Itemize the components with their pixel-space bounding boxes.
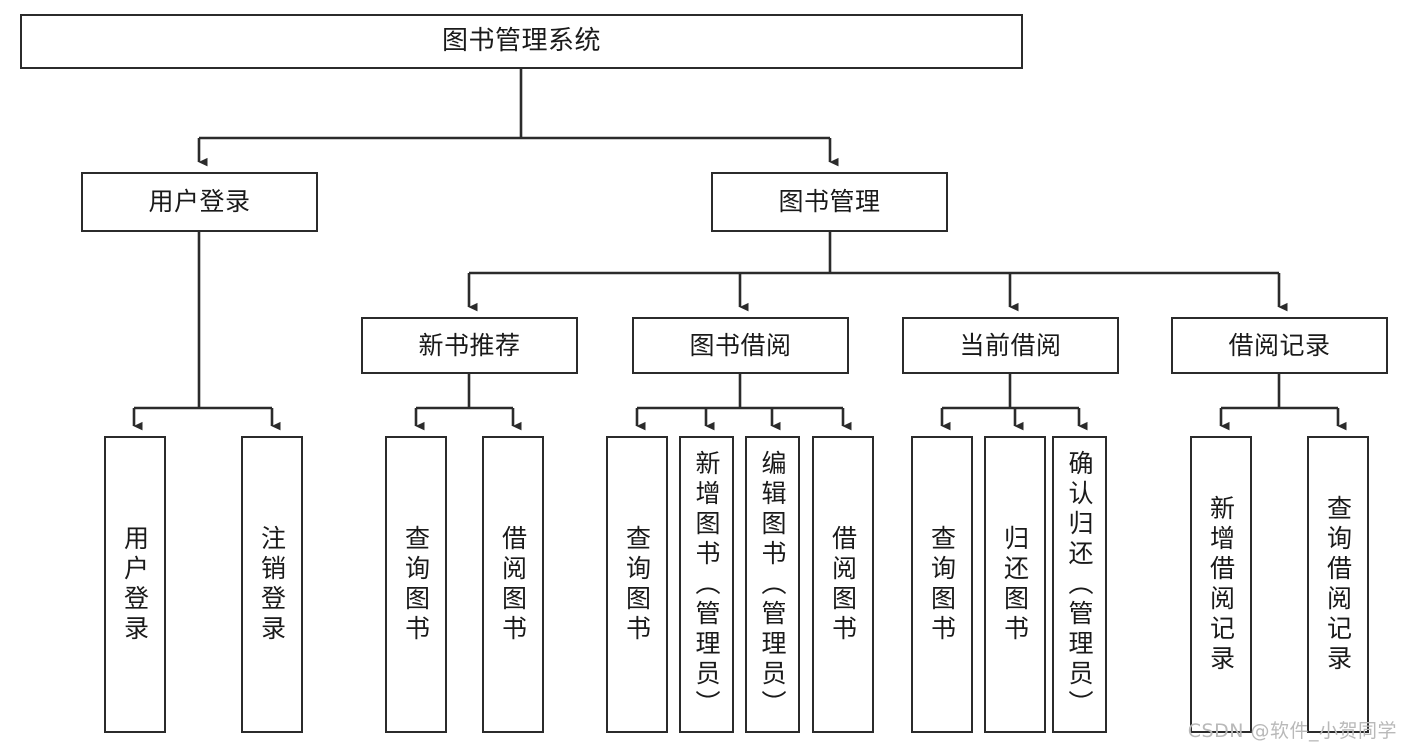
node-leaf-query-book-1[interactable]: 查询图书: [385, 436, 447, 733]
node-leaf-confirm-return[interactable]: 确认归还（管理员）: [1052, 436, 1107, 733]
node-book-borrow-label: 图书借阅: [689, 330, 792, 360]
node-leaf-confirm-return-label: 确认归还（管理员）: [1065, 449, 1094, 720]
node-leaf-add-book-label: 新增图书（管理员）: [692, 449, 721, 720]
node-leaf-return-book-label: 归还图书: [1000, 524, 1030, 645]
node-leaf-add-book[interactable]: 新增图书（管理员）: [679, 436, 734, 733]
node-borrow-record-label: 借阅记录: [1228, 330, 1331, 360]
node-leaf-edit-book-label: 编辑图书（管理员）: [758, 449, 787, 720]
node-leaf-user-login[interactable]: 用户登录: [104, 436, 166, 733]
node-book-manage[interactable]: 图书管理: [711, 172, 948, 232]
node-current-borrow-label: 当前借阅: [959, 330, 1062, 360]
node-leaf-edit-book[interactable]: 编辑图书（管理员）: [745, 436, 800, 733]
node-leaf-query-book-2-label: 查询图书: [622, 524, 652, 645]
node-leaf-user-logout-label: 注销登录: [257, 524, 287, 645]
node-leaf-add-record-label: 新增借阅记录: [1206, 494, 1236, 675]
node-leaf-query-book-3[interactable]: 查询图书: [911, 436, 973, 733]
node-user-login[interactable]: 用户登录: [81, 172, 318, 232]
node-leaf-borrow-book-2[interactable]: 借阅图书: [812, 436, 874, 733]
node-current-borrow[interactable]: 当前借阅: [902, 317, 1119, 374]
node-leaf-user-login-label: 用户登录: [120, 524, 150, 645]
node-new-book-rec[interactable]: 新书推荐: [361, 317, 578, 374]
node-leaf-query-record[interactable]: 查询借阅记录: [1307, 436, 1369, 733]
node-leaf-query-book-1-label: 查询图书: [401, 524, 431, 645]
node-new-book-rec-label: 新书推荐: [418, 330, 521, 360]
node-user-login-label: 用户登录: [148, 187, 251, 217]
node-leaf-borrow-book-1[interactable]: 借阅图书: [482, 436, 544, 733]
node-leaf-user-logout[interactable]: 注销登录: [241, 436, 303, 733]
node-leaf-add-record[interactable]: 新增借阅记录: [1190, 436, 1252, 733]
node-root-label: 图书管理系统: [441, 26, 601, 57]
node-leaf-return-book[interactable]: 归还图书: [984, 436, 1046, 733]
node-book-manage-label: 图书管理: [778, 187, 881, 217]
watermark-text: CSDN @软件_小贺同学: [1187, 720, 1397, 742]
node-leaf-borrow-book-2-label: 借阅图书: [828, 524, 858, 645]
node-leaf-query-book-3-label: 查询图书: [927, 524, 957, 645]
node-root[interactable]: 图书管理系统: [20, 14, 1023, 69]
node-leaf-query-book-2[interactable]: 查询图书: [606, 436, 668, 733]
node-borrow-record[interactable]: 借阅记录: [1171, 317, 1388, 374]
node-book-borrow[interactable]: 图书借阅: [632, 317, 849, 374]
node-leaf-query-record-label: 查询借阅记录: [1323, 494, 1353, 675]
node-leaf-borrow-book-1-label: 借阅图书: [498, 524, 528, 645]
